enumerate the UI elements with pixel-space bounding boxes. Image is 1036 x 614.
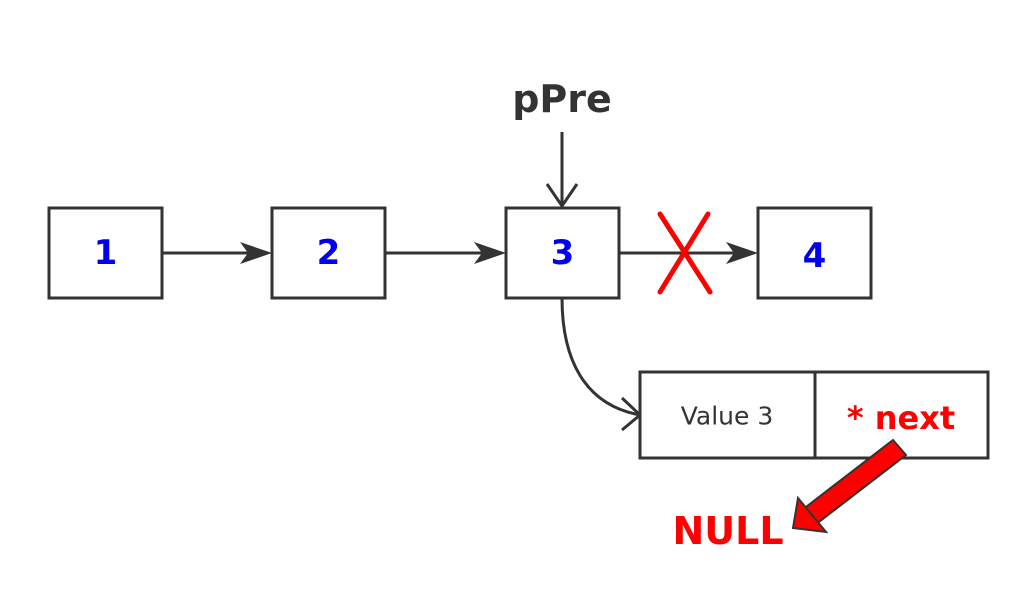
list-node-2: 2: [270, 206, 387, 300]
next-to-null-arrow: [791, 438, 908, 534]
node-label-3: 3: [551, 233, 575, 273]
pointer-label-ppre: pPre: [512, 77, 612, 121]
delete-cross-mark: [657, 211, 713, 295]
list-node-4: 4: [756, 206, 873, 300]
node-label-2: 2: [317, 233, 341, 273]
expand-node-arrow: [560, 297, 643, 432]
struct-value-field: Value 3: [681, 402, 774, 431]
node-label-1: 1: [94, 233, 118, 273]
edge-2-3: [385, 242, 506, 264]
edge-1-2: [162, 242, 272, 264]
struct-next-field: * next: [847, 399, 955, 437]
list-node-1: 1: [47, 206, 164, 300]
pointer-arrow-head: [545, 183, 579, 209]
null-label: NULL: [672, 509, 783, 553]
list-node-3: 3: [504, 206, 621, 300]
node-label-4: 4: [803, 236, 827, 276]
edge-3-4: [619, 242, 758, 264]
struct-node: Value 3 * next: [638, 370, 990, 460]
